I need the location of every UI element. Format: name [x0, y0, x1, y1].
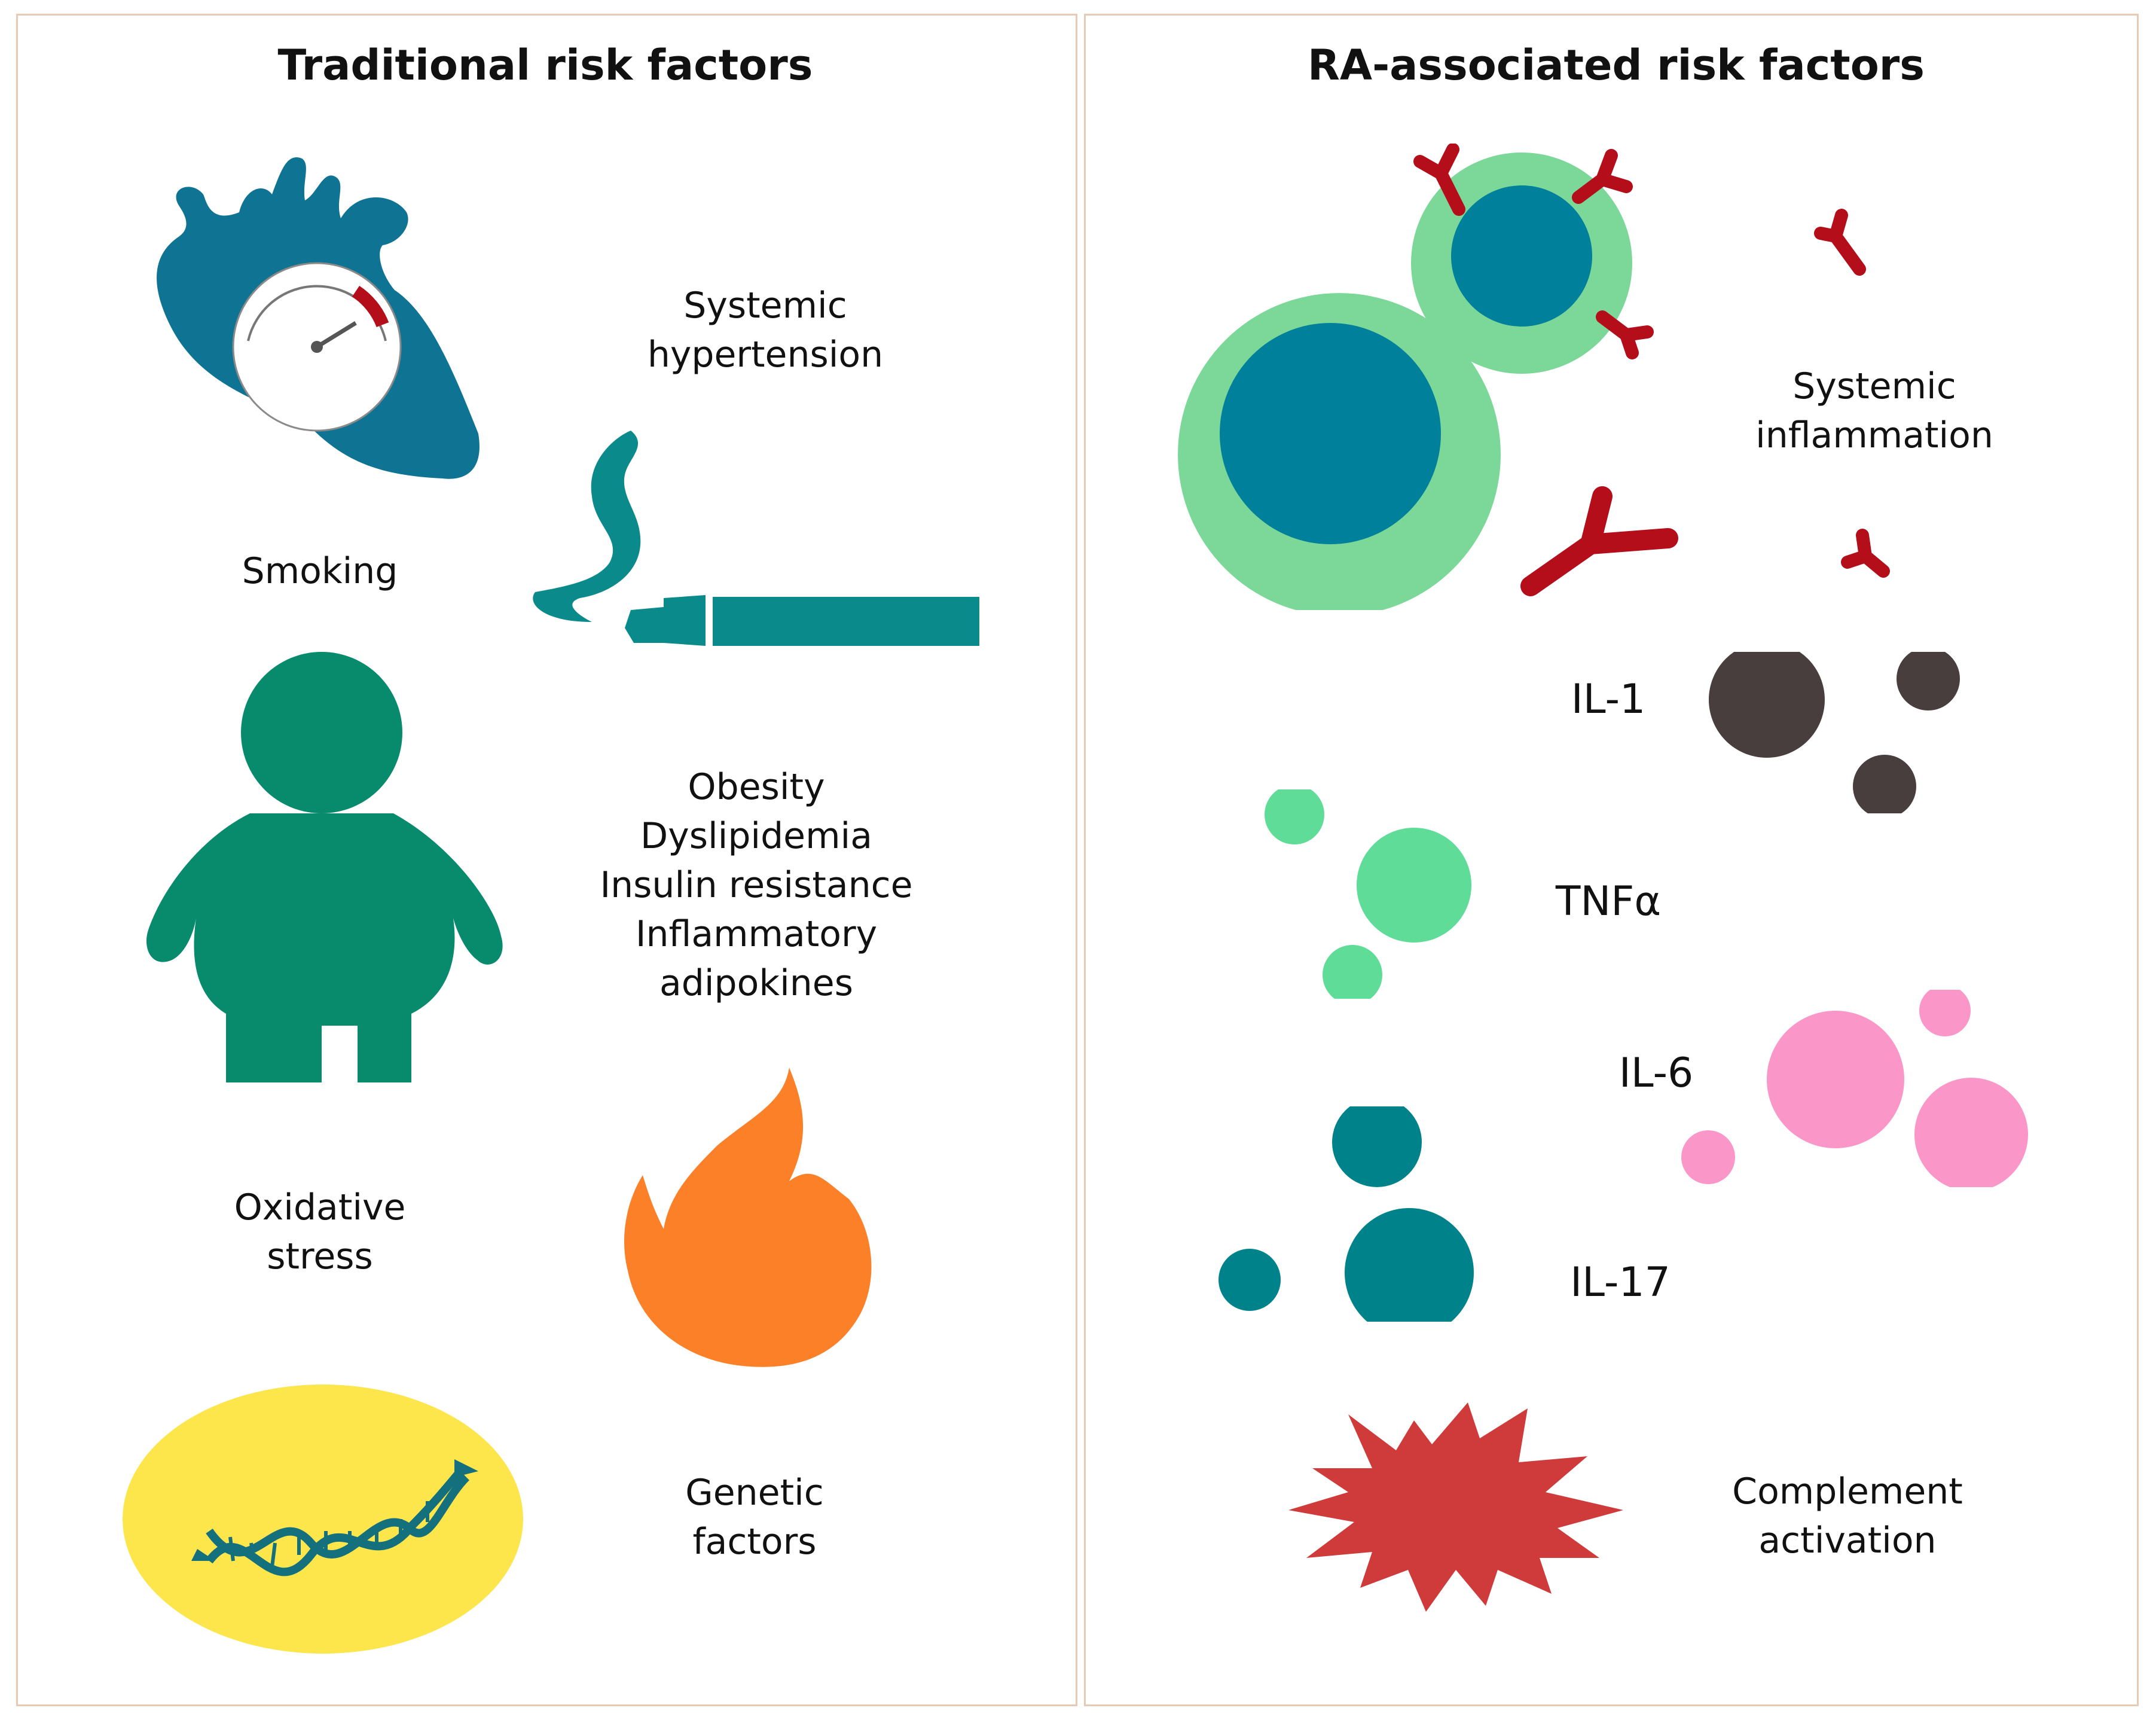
person-icon — [142, 649, 507, 1091]
ra-associated-risk-factors-title: RA-associated risk factors — [1308, 41, 1925, 90]
immune-cell-antibody-icon — [1172, 144, 1937, 610]
il6-label: IL-6 — [1618, 1050, 1694, 1097]
traditional-risk-factors-title: Traditional risk factors — [277, 41, 813, 90]
il6-dots — [1677, 990, 2036, 1187]
systemic-inflammation-label: Systemic inflammation — [1755, 365, 1993, 456]
dna-icon — [120, 1382, 526, 1657]
complement-activation-label: Complement activation — [1732, 1471, 1963, 1562]
smoking-label: Smoking — [242, 550, 398, 592]
genetic-factors-label: Genetic factors — [685, 1472, 824, 1563]
tnfa-label: TNFα — [1555, 878, 1662, 925]
il1-label: IL-1 — [1571, 676, 1646, 723]
cigarette-icon — [526, 425, 981, 652]
il17-dots — [1217, 1106, 1480, 1322]
flame-icon — [610, 1062, 879, 1373]
obesity-label: Obesity Dyslipidemia Insulin resistance … — [600, 766, 913, 1004]
il1-dots — [1707, 652, 1970, 813]
il17-label: IL-17 — [1570, 1259, 1671, 1306]
tnfa-dots — [1262, 789, 1483, 999]
starburst-icon — [1288, 1396, 1623, 1612]
hypertension-label: Systemic hypertension — [647, 285, 884, 376]
heart-gauge-icon — [143, 135, 502, 487]
oxidative-stress-label: Oxidative stress — [234, 1187, 406, 1277]
